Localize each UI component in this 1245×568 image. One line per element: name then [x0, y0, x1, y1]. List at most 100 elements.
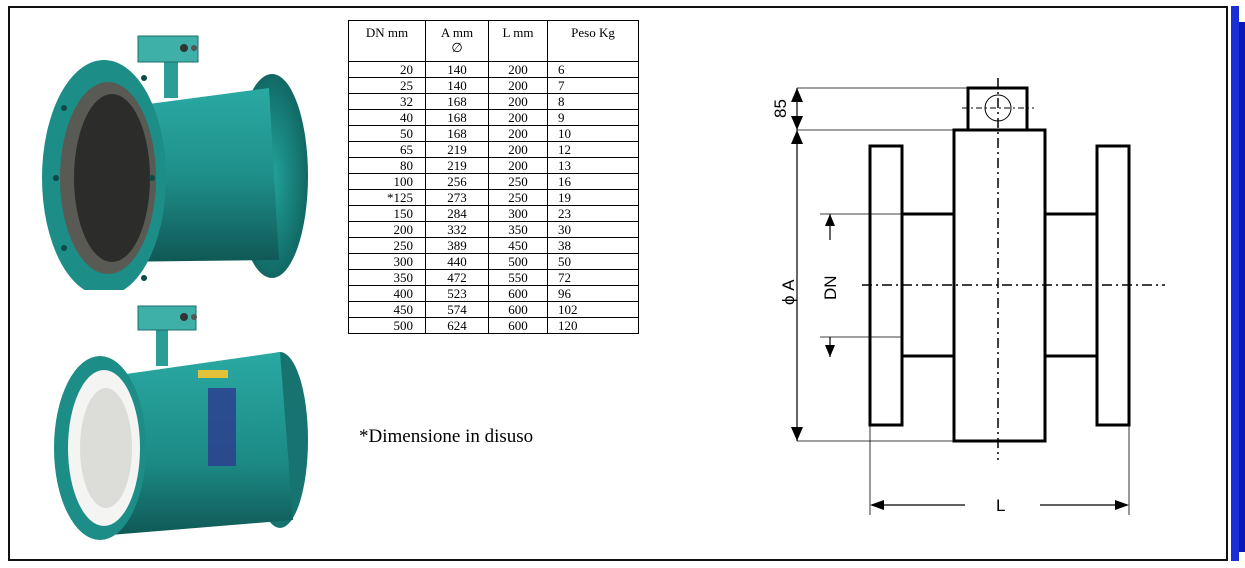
cell-a: 624: [425, 317, 489, 334]
cell-dn: 200: [348, 221, 426, 238]
cell-a: 219: [425, 157, 489, 174]
cell-l: 200: [488, 109, 548, 126]
cell-a: 168: [425, 93, 489, 110]
cell-peso: 16: [547, 173, 639, 190]
cell-l: 200: [488, 61, 548, 78]
cell-l: 600: [488, 285, 548, 302]
cell-dn: 450: [348, 301, 426, 318]
cell-a: 219: [425, 141, 489, 158]
cell-a: 523: [425, 285, 489, 302]
cell-l: 250: [488, 189, 548, 206]
cell-peso: 12: [547, 141, 639, 158]
dim-a-label: ϕ A: [779, 279, 798, 305]
cell-peso: 38: [547, 237, 639, 254]
cell-l: 450: [488, 237, 548, 254]
footnote: *Dimensione in disuso: [359, 426, 534, 447]
cell-dn: 100: [348, 173, 426, 190]
cell-dn: 40: [348, 109, 426, 126]
cell-peso: 72: [547, 269, 639, 286]
cell-dn: 80: [348, 157, 426, 174]
cell-peso: 6: [547, 61, 639, 78]
header-a: A mm∅: [425, 20, 489, 62]
cell-peso: 13: [547, 157, 639, 174]
cell-dn: 32: [348, 93, 426, 110]
cell-dn: 500: [348, 317, 426, 334]
flowmeter-ptfe-liner-photo: [54, 305, 308, 540]
cell-l: 200: [488, 125, 548, 142]
cell-peso: 10: [547, 125, 639, 142]
cell-l: 500: [488, 253, 548, 270]
cell-peso: 96: [547, 285, 639, 302]
cell-a: 389: [425, 237, 489, 254]
header-peso: Peso Kg: [547, 20, 639, 62]
cell-l: 200: [488, 77, 548, 94]
cell-peso: 120: [547, 317, 639, 334]
flowmeter-dimension-drawing: 85 ϕ A DN L: [771, 78, 1165, 515]
dim-85-label: 85: [771, 99, 790, 118]
cell-dn: 350: [348, 269, 426, 286]
cell-a: 332: [425, 221, 489, 238]
cell-dn: 50: [348, 125, 426, 142]
header-dn: DN mm: [348, 20, 426, 62]
cell-peso: 8: [547, 93, 639, 110]
cell-peso: 7: [547, 77, 639, 94]
cell-a: 168: [425, 125, 489, 142]
cell-dn: *125: [348, 189, 426, 206]
flowmeter-rubber-liner-photo: [42, 35, 308, 290]
cell-peso: 19: [547, 189, 639, 206]
cell-a: 273: [425, 189, 489, 206]
cell-peso: 102: [547, 301, 639, 318]
cell-l: 200: [488, 141, 548, 158]
cell-dn: 300: [348, 253, 426, 270]
cell-l: 250: [488, 173, 548, 190]
cell-l: 600: [488, 317, 548, 334]
cell-l: 200: [488, 157, 548, 174]
cell-dn: 25: [348, 77, 426, 94]
cell-dn: 65: [348, 141, 426, 158]
cell-a: 440: [425, 253, 489, 270]
cell-l: 600: [488, 301, 548, 318]
dim-dn-label: DN: [821, 275, 840, 300]
cell-a: 472: [425, 269, 489, 286]
cell-peso: 30: [547, 221, 639, 238]
cell-dn: 20: [348, 61, 426, 78]
cell-a: 284: [425, 205, 489, 222]
cell-a: 574: [425, 301, 489, 318]
cell-l: 200: [488, 93, 548, 110]
dim-l-label: L: [996, 496, 1005, 515]
cell-peso: 23: [547, 205, 639, 222]
cell-dn: 250: [348, 237, 426, 254]
cell-peso: 50: [547, 253, 639, 270]
cell-l: 350: [488, 221, 548, 238]
cell-dn: 150: [348, 205, 426, 222]
cell-a: 140: [425, 61, 489, 78]
blue-edge-bar: [1231, 6, 1239, 561]
cell-dn: 400: [348, 285, 426, 302]
cell-a: 168: [425, 109, 489, 126]
cell-l: 300: [488, 205, 548, 222]
table-header-row: DN mm A mm∅ L mm Peso Kg: [348, 20, 639, 62]
cell-l: 550: [488, 269, 548, 286]
cell-peso: 9: [547, 109, 639, 126]
cell-a: 140: [425, 77, 489, 94]
cell-a: 256: [425, 173, 489, 190]
blue-edge-bar-shadow: [1239, 22, 1245, 552]
